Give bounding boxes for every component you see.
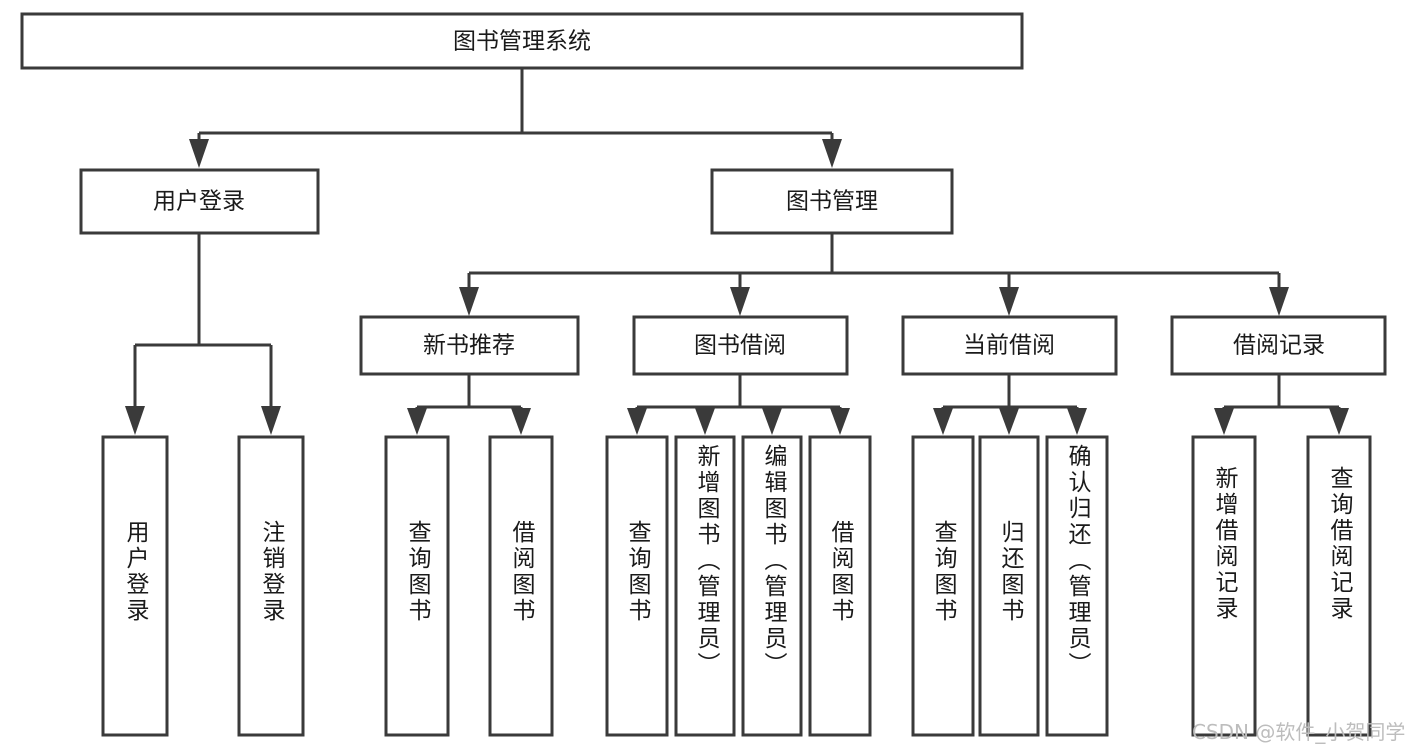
connector-newbook-to-leaves <box>407 374 531 435</box>
node-new-book-recommend[interactable]: 新书推荐 <box>359 315 580 376</box>
node-leaf-edit-book-admin[interactable] <box>741 435 803 737</box>
node-user-login-label: 用户登录 <box>153 189 245 215</box>
connector-borrowrecord-to-leaves <box>1214 374 1349 435</box>
node-new-book-recommend-label: 新书推荐 <box>423 333 515 359</box>
node-borrow-record-label: 借阅记录 <box>1233 333 1325 359</box>
node-leaf-user-login[interactable] <box>101 435 169 737</box>
node-leaf-query-book-1[interactable] <box>384 435 450 737</box>
connector-userlogin-to-leaves <box>125 233 281 435</box>
node-leaf-borrow-book-2[interactable] <box>808 435 872 737</box>
node-leaf-logout[interactable] <box>237 435 305 737</box>
connector-bookborrow-to-leaves <box>627 374 850 435</box>
node-leaf-return-book[interactable] <box>978 435 1040 737</box>
node-user-login[interactable]: 用户登录 <box>79 168 320 235</box>
connector-root-to-level1 <box>189 68 842 168</box>
node-book-management[interactable]: 图书管理 <box>710 168 954 235</box>
node-leaf-query-book-3[interactable] <box>911 435 975 737</box>
watermark-text: CSDN @软件_小贺同学 <box>1192 720 1405 744</box>
node-leaf-borrow-book-1[interactable] <box>488 435 554 737</box>
connector-currentborrow-to-leaves <box>933 374 1087 435</box>
node-current-borrow-label: 当前借阅 <box>963 333 1055 359</box>
node-leaf-add-book-admin[interactable] <box>674 435 736 737</box>
node-current-borrow[interactable]: 当前借阅 <box>901 315 1118 376</box>
node-leaf-add-borrow-record[interactable] <box>1191 435 1257 737</box>
node-book-management-label: 图书管理 <box>786 189 878 215</box>
node-borrow-record[interactable]: 借阅记录 <box>1170 315 1387 376</box>
node-leaf-query-borrow-record[interactable] <box>1306 435 1372 737</box>
node-root[interactable]: 图书管理系统 <box>20 12 1024 70</box>
connector-bookmgmt-to-level2 <box>459 233 1289 316</box>
node-leaf-query-book-2[interactable] <box>605 435 669 737</box>
node-leaf-confirm-return-admin[interactable] <box>1045 435 1109 737</box>
node-root-label: 图书管理系统 <box>453 29 591 55</box>
node-book-borrow-label: 图书借阅 <box>694 333 786 359</box>
node-book-borrow[interactable]: 图书借阅 <box>632 315 849 376</box>
